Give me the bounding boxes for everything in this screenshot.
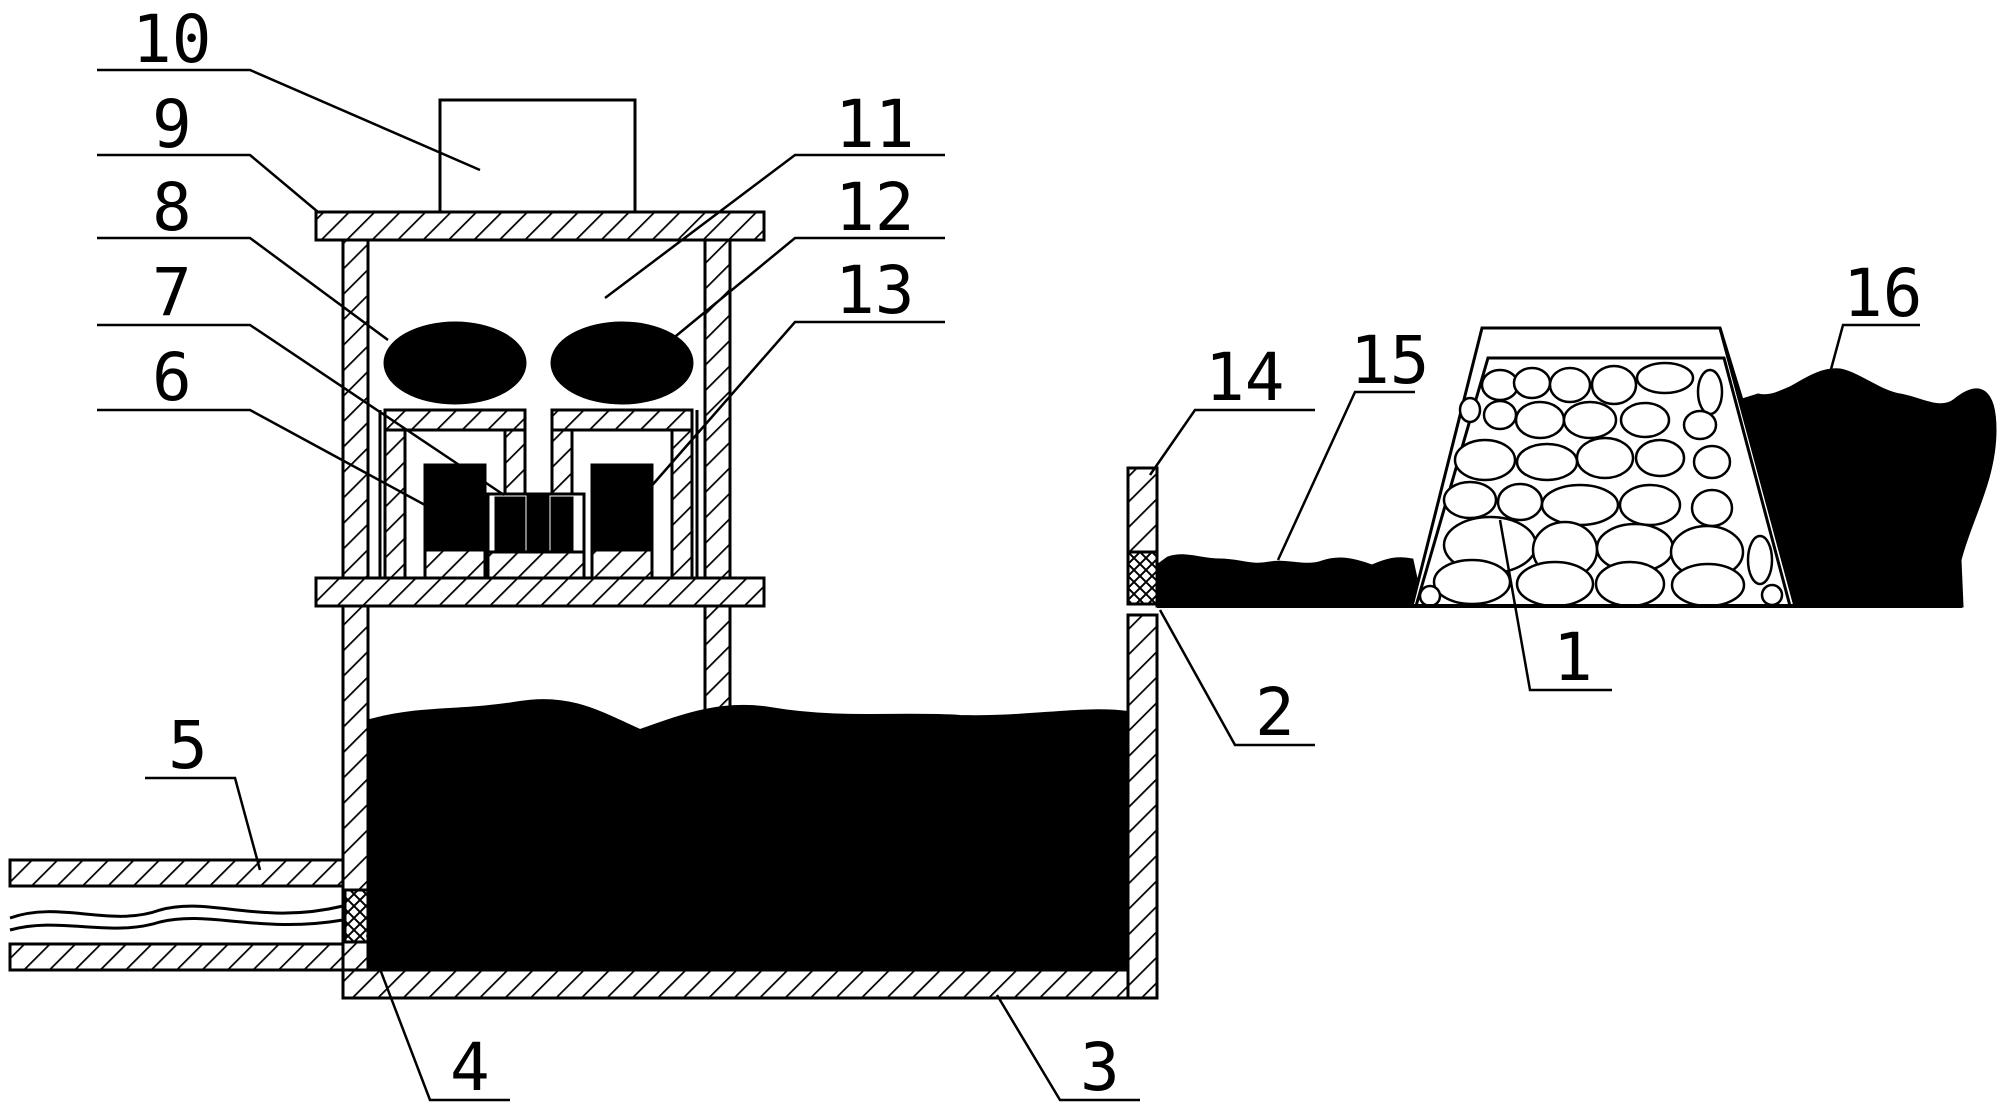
leader-2 [1158, 609, 1315, 747]
top-box [438, 98, 637, 214]
label-15: 15 [1350, 322, 1429, 399]
leader-10 [97, 68, 481, 172]
ground-black-left [1155, 554, 1424, 608]
label-6: 6 [152, 339, 192, 416]
leader-1 [1498, 519, 1612, 692]
label-2: 2 [1255, 674, 1295, 751]
outlet-valve [343, 888, 370, 944]
middle-plate [314, 576, 766, 608]
middle-component [486, 492, 586, 554]
left-block [423, 463, 487, 552]
leader-9 [97, 153, 319, 213]
leader-11 [604, 153, 945, 299]
label-1: 1 [1553, 619, 1593, 696]
stone-dam [1410, 326, 1797, 608]
leader-7 [97, 323, 505, 497]
leader-8 [97, 236, 389, 342]
leader-3 [995, 994, 1140, 1102]
label-12: 12 [835, 169, 914, 246]
leader-14 [1148, 408, 1315, 476]
label-3: 3 [1080, 1029, 1120, 1106]
label-11: 11 [835, 86, 914, 163]
label-10: 10 [132, 1, 211, 78]
leader-6 [97, 408, 426, 507]
tank-valve [1126, 550, 1159, 606]
leader-15 [1276, 390, 1415, 561]
label-4: 4 [450, 1029, 490, 1106]
label-8: 8 [152, 169, 192, 246]
leader-4 [365, 934, 510, 1102]
ground-black-right [1718, 327, 1997, 608]
left-upper-column [341, 238, 370, 580]
leader-13 [647, 320, 945, 491]
label-7: 7 [152, 254, 192, 331]
outlet-pipe [8, 858, 345, 972]
right-block [590, 463, 654, 552]
right-ellipse [550, 321, 694, 405]
label-9: 9 [152, 86, 192, 163]
top-plate [314, 210, 766, 242]
label-14: 14 [1205, 339, 1284, 416]
label-16: 16 [1843, 255, 1922, 332]
leader-12 [664, 236, 945, 346]
tank-liquid [369, 699, 1129, 971]
left-ellipse [383, 321, 527, 405]
leader-5 [145, 776, 262, 871]
leader-16 [1828, 323, 1920, 374]
label-13: 13 [835, 252, 914, 329]
label-5: 5 [168, 707, 208, 784]
